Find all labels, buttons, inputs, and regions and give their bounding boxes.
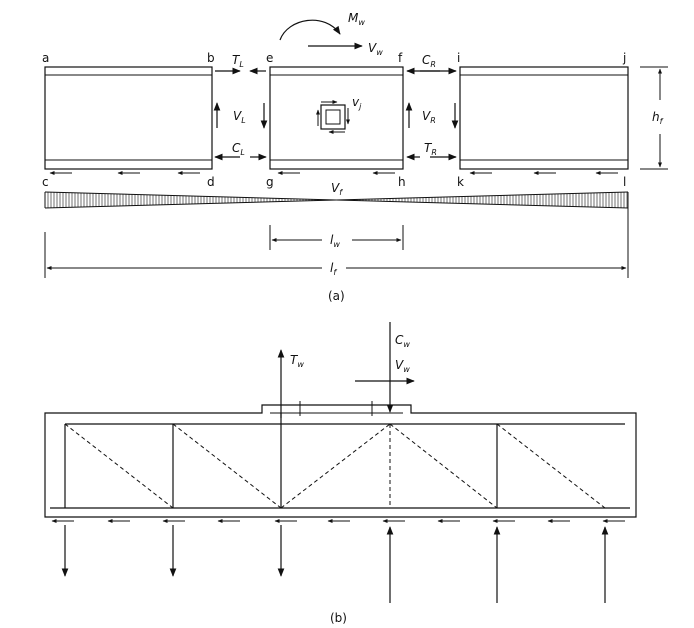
- corner-label-b: b: [207, 51, 215, 65]
- panel-middle: [269, 66, 404, 170]
- label-Vf: Vf: [331, 181, 343, 197]
- corner-label-f: f: [398, 51, 403, 65]
- lf-dimension: [44, 222, 629, 278]
- corner-label-c: c: [42, 175, 49, 189]
- label-VR: VR: [422, 109, 436, 125]
- joint-element: [316, 100, 350, 134]
- corner-label-i: i: [457, 51, 460, 65]
- caption-a: (a): [328, 289, 345, 303]
- soil-reaction-arrows: [61, 525, 609, 603]
- corner-label-a: a: [42, 51, 49, 65]
- truss-verticals: [64, 413, 498, 508]
- moment-diagram: [44, 191, 629, 222]
- caption-b: (b): [330, 611, 347, 625]
- corner-label-l: l: [623, 175, 626, 189]
- label-Cw: Cw: [395, 333, 410, 349]
- moment-arrow: [279, 19, 341, 41]
- beam-outline: [44, 404, 637, 518]
- label-lf: lf: [330, 261, 337, 277]
- lw-dimension: [269, 225, 404, 250]
- panel-left: [44, 66, 213, 170]
- label-lw: lw: [330, 233, 340, 249]
- corner-label-d: d: [207, 175, 215, 189]
- label-Vw-a: Vw: [368, 41, 383, 57]
- label-CL: CL: [232, 141, 245, 157]
- label-TL: TL: [232, 53, 244, 69]
- corner-label-h: h: [398, 175, 406, 189]
- figure-a: a b c d e f g h i j k l Mw Vw TL CR VL V…: [42, 11, 668, 303]
- label-VL: VL: [233, 109, 246, 125]
- truss-diagonals: [64, 423, 606, 509]
- label-Tw: Tw: [290, 353, 304, 369]
- label-Vw-b: Vw: [395, 358, 410, 374]
- label-CR: CR: [422, 53, 436, 69]
- corner-label-j: j: [622, 51, 626, 65]
- label-TR: TR: [424, 141, 437, 157]
- corner-label-k: k: [457, 175, 464, 189]
- label-vj: vj: [352, 95, 362, 111]
- figure-b: Tw Cw Vw: [44, 322, 637, 625]
- corner-label-g: g: [266, 175, 274, 189]
- label-hf: hf: [652, 110, 664, 126]
- height-dimension: [640, 66, 668, 170]
- panel-right: [459, 66, 629, 170]
- corner-label-e: e: [266, 51, 273, 65]
- label-Mw: Mw: [348, 11, 365, 27]
